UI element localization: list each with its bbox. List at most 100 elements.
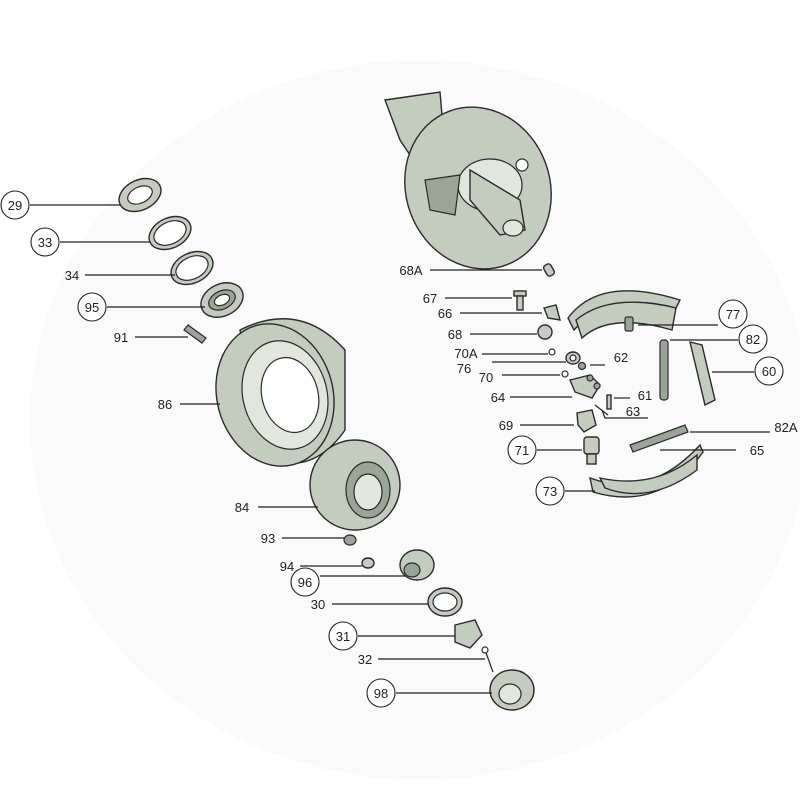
svg-text:69: 69 bbox=[499, 418, 513, 433]
svg-text:60: 60 bbox=[762, 364, 776, 379]
svg-text:29: 29 bbox=[8, 198, 22, 213]
callout-91: 91 bbox=[114, 330, 188, 345]
callout-34: 34 bbox=[65, 268, 175, 283]
callout-33: 33 bbox=[30, 227, 150, 257]
callout-60: 60 bbox=[712, 356, 784, 386]
part-93-nut bbox=[343, 534, 357, 546]
part-60-lever bbox=[689, 341, 716, 407]
svg-text:82A: 82A bbox=[774, 420, 797, 435]
callout-68: 68 bbox=[448, 327, 537, 342]
part-82-spring bbox=[659, 339, 669, 401]
svg-text:68A: 68A bbox=[399, 263, 422, 278]
svg-text:82: 82 bbox=[746, 332, 760, 347]
svg-text:66: 66 bbox=[438, 306, 452, 321]
callout-32: 32 bbox=[358, 652, 485, 667]
callout-67: 67 bbox=[423, 291, 512, 306]
part-86-brake-drum bbox=[215, 318, 346, 467]
part-71-adjuster bbox=[583, 436, 600, 465]
part-68-bush bbox=[537, 324, 553, 340]
part-77-spring bbox=[624, 316, 634, 332]
svg-text:34: 34 bbox=[65, 268, 79, 283]
part-94-washer bbox=[361, 557, 375, 569]
callout-73: 73 bbox=[535, 476, 595, 506]
svg-text:95: 95 bbox=[85, 300, 99, 315]
part-98-dust-cap bbox=[489, 669, 535, 711]
callout-29: 29 bbox=[0, 190, 120, 220]
callout-69: 69 bbox=[499, 418, 574, 433]
svg-text:64: 64 bbox=[491, 390, 505, 405]
axle-backing-plate bbox=[384, 91, 552, 270]
part-91-stud bbox=[183, 324, 207, 344]
svg-text:33: 33 bbox=[38, 235, 52, 250]
part-61-bolt bbox=[606, 394, 612, 410]
callout-61: 61 bbox=[614, 388, 652, 403]
svg-text:76: 76 bbox=[457, 361, 471, 376]
svg-text:73: 73 bbox=[543, 484, 557, 499]
callout-65: 65 bbox=[660, 443, 764, 458]
part-62-washer bbox=[565, 351, 581, 365]
svg-text:91: 91 bbox=[114, 330, 128, 345]
callout-31: 31 bbox=[328, 621, 455, 651]
svg-text:31: 31 bbox=[336, 629, 350, 644]
background-watermark bbox=[30, 60, 800, 780]
part-73-lower-shoe bbox=[589, 443, 704, 498]
callout-82a: 82A bbox=[690, 420, 798, 435]
callout-96: 96 bbox=[290, 567, 405, 597]
svg-text:32: 32 bbox=[358, 652, 372, 667]
part-33-ring bbox=[148, 215, 192, 251]
part-67-bolt bbox=[513, 290, 527, 311]
callout-66: 66 bbox=[438, 306, 542, 321]
part-70-ring bbox=[561, 370, 569, 378]
part-63-pin bbox=[594, 404, 609, 416]
svg-text:70A: 70A bbox=[454, 346, 477, 361]
part-96-bearing bbox=[399, 549, 435, 581]
part-32-split-pin bbox=[481, 646, 494, 673]
callout-98: 98 bbox=[366, 678, 492, 708]
svg-text:96: 96 bbox=[298, 575, 312, 590]
svg-text:86: 86 bbox=[158, 397, 172, 412]
svg-text:94: 94 bbox=[280, 559, 294, 574]
part-34-ring bbox=[170, 250, 214, 286]
callout-84: 84 bbox=[235, 500, 318, 515]
callout-64: 64 bbox=[491, 390, 572, 405]
callout-76: 76 bbox=[457, 361, 566, 376]
callout-95: 95 bbox=[77, 292, 205, 322]
part-31-castle-nut bbox=[454, 619, 483, 649]
svg-text:71: 71 bbox=[515, 443, 529, 458]
callout-86: 86 bbox=[158, 397, 220, 412]
part-84-hub bbox=[309, 439, 401, 531]
svg-text:62: 62 bbox=[614, 350, 628, 365]
callout-70a: 70A bbox=[454, 346, 548, 361]
part-95-bearing bbox=[200, 282, 244, 318]
part-64-lever bbox=[569, 374, 601, 399]
svg-text:93: 93 bbox=[261, 531, 275, 546]
part-82a-spring bbox=[629, 424, 689, 453]
svg-text:67: 67 bbox=[423, 291, 437, 306]
part-66-clip bbox=[543, 304, 561, 321]
callout-93: 93 bbox=[261, 531, 344, 546]
part-29-seal bbox=[118, 177, 162, 213]
callout-62: 62 bbox=[590, 350, 628, 366]
svg-text:84: 84 bbox=[235, 500, 249, 515]
svg-text:63: 63 bbox=[626, 404, 640, 419]
svg-text:98: 98 bbox=[374, 686, 388, 701]
callout-68a: 68A bbox=[399, 263, 542, 278]
part-76-nut bbox=[577, 361, 587, 371]
callout-70: 70 bbox=[479, 370, 560, 385]
svg-text:30: 30 bbox=[311, 597, 325, 612]
svg-text:61: 61 bbox=[638, 388, 652, 403]
svg-text:77: 77 bbox=[726, 307, 740, 322]
part-30-ring bbox=[427, 587, 463, 617]
callout-94: 94 bbox=[280, 559, 362, 574]
callout-30: 30 bbox=[311, 597, 428, 612]
callout-63: 63 bbox=[601, 404, 648, 419]
svg-text:70: 70 bbox=[479, 370, 493, 385]
callout-77: 77 bbox=[638, 299, 748, 329]
svg-text:68: 68 bbox=[448, 327, 462, 342]
callout-82: 82 bbox=[670, 324, 768, 354]
svg-text:65: 65 bbox=[750, 443, 764, 458]
part-68a-pin bbox=[542, 263, 556, 277]
part-69-cam bbox=[576, 409, 597, 433]
